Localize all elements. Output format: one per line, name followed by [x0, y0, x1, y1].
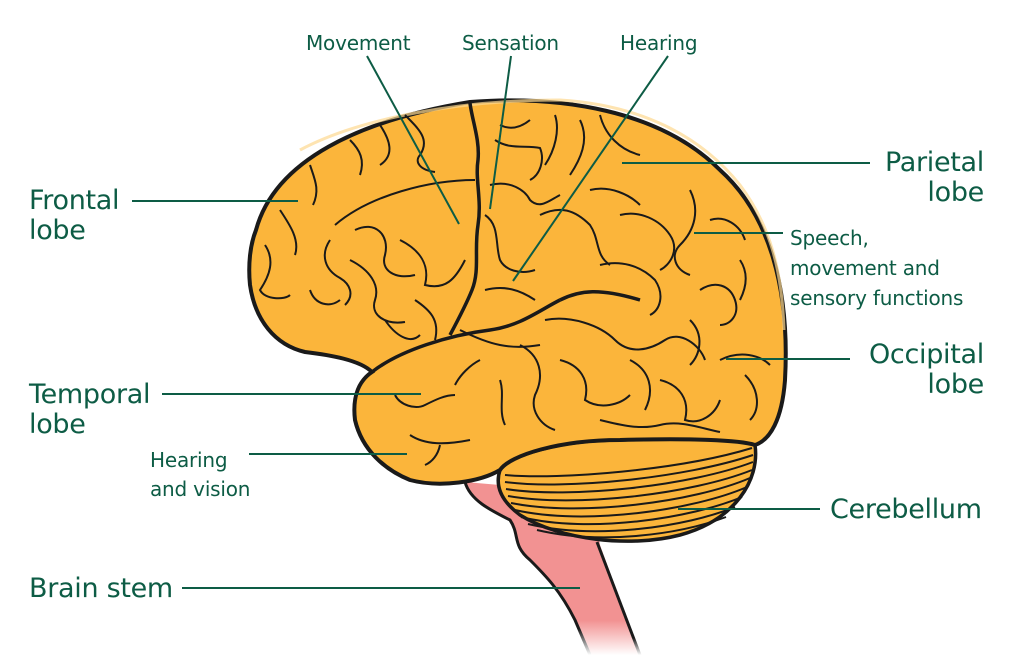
label-speech-line1: Speech,: [790, 226, 869, 250]
major-sulci: [448, 102, 641, 336]
brain-stem-outline-right: [595, 541, 642, 656]
label-speech-line3: sensory functions: [790, 286, 964, 310]
label-temporal-lobe: Temporal lobe: [29, 379, 151, 441]
label-hearing-and-vision: Hearing and vision: [150, 446, 250, 504]
label-movement: Movement: [306, 31, 411, 55]
label-frontal-line1: Frontal: [29, 185, 120, 216]
label-speech: Speech, movement and sensory functions: [790, 223, 963, 313]
leader-lines: [132, 55, 870, 589]
label-frontal-lobe: Frontal lobe: [29, 185, 120, 247]
label-parietal-lobe: Parietal lobe: [884, 147, 984, 209]
brain-stem-shape: [465, 482, 640, 655]
gyri-lines: [258, 114, 771, 466]
cerebellum-shape: [496, 437, 758, 543]
label-hearing-vision-line2: and vision: [150, 477, 251, 501]
temporal-lobe-outline: [370, 298, 561, 374]
label-frontal-line2: lobe: [29, 215, 86, 247]
leader-hearing: [512, 55, 669, 282]
label-occipital-line1: Occipital: [868, 339, 984, 370]
label-hearing: Hearing: [620, 31, 698, 55]
label-parietal-line2: lobe: [927, 177, 984, 209]
label-brain-stem: Brain stem: [29, 573, 173, 604]
label-sensation: Sensation: [462, 31, 559, 55]
leader-movement: [366, 55, 460, 225]
label-speech-line2: movement and: [790, 256, 940, 280]
leader-sensation: [489, 55, 512, 210]
label-parietal-line1: Parietal: [884, 147, 984, 178]
label-occipital-line2: lobe: [927, 369, 984, 401]
label-occipital-lobe: Occipital lobe: [868, 339, 984, 401]
label-temporal-line2: lobe: [29, 409, 86, 441]
label-cerebellum: Cerebellum: [830, 494, 982, 525]
label-temporal-line1: Temporal: [29, 379, 151, 410]
brain-stem-outline-left: [463, 481, 592, 656]
label-hearing-vision-line1: Hearing: [150, 448, 228, 472]
